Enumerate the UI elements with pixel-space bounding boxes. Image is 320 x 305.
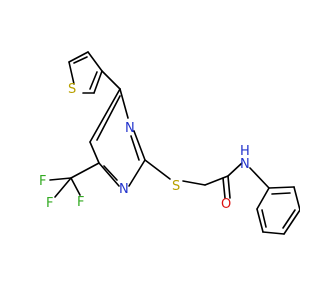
- bond: [133, 130, 146, 161]
- bond: [182, 180, 206, 186]
- bond: [101, 70, 121, 90]
- bond: [96, 95, 121, 141]
- atom-label: S: [68, 82, 76, 97]
- bond: [70, 162, 100, 179]
- bond: [68, 61, 75, 85]
- atom-label: F: [77, 195, 84, 210]
- bond: [227, 175, 231, 199]
- bond: [222, 177, 226, 199]
- bond: [103, 165, 118, 181]
- bond: [70, 177, 81, 196]
- bond: [256, 208, 264, 233]
- bond: [49, 177, 72, 181]
- bond: [271, 192, 291, 195]
- bond: [283, 209, 301, 235]
- bond: [268, 186, 295, 189]
- atom-label: F: [46, 196, 53, 211]
- bond: [89, 141, 100, 164]
- atom-label: O: [221, 197, 231, 212]
- bond: [68, 51, 89, 63]
- atom-label: N: [119, 182, 129, 197]
- atom-label: S: [172, 179, 180, 194]
- bond: [227, 162, 243, 177]
- bond: [73, 56, 88, 64]
- atom-labels: S S N N N H O F F F: [39, 82, 250, 212]
- bond: [98, 162, 120, 187]
- bond: [87, 51, 103, 72]
- bond: [262, 231, 285, 235]
- bond: [130, 135, 140, 161]
- bond: [89, 71, 98, 90]
- bond: [293, 186, 301, 211]
- bond: [249, 167, 270, 189]
- bond: [89, 88, 121, 143]
- bond: [128, 159, 146, 187]
- atom-label: F: [39, 174, 46, 189]
- molecule-svg: S S N N N H O F F F: [39, 51, 301, 235]
- bonds: [49, 51, 301, 235]
- molecule-structure: S S N N N H O F F F: [39, 51, 301, 235]
- atom-label: N: [240, 157, 250, 172]
- bond: [93, 70, 103, 94]
- bond: [256, 187, 270, 210]
- bond: [119, 88, 129, 119]
- bond: [54, 177, 72, 198]
- bond: [204, 175, 229, 186]
- atom-label: H: [240, 144, 250, 159]
- bond: [282, 209, 296, 229]
- bond: [261, 209, 267, 228]
- atom-label: N: [125, 121, 135, 136]
- bond: [144, 159, 171, 180]
